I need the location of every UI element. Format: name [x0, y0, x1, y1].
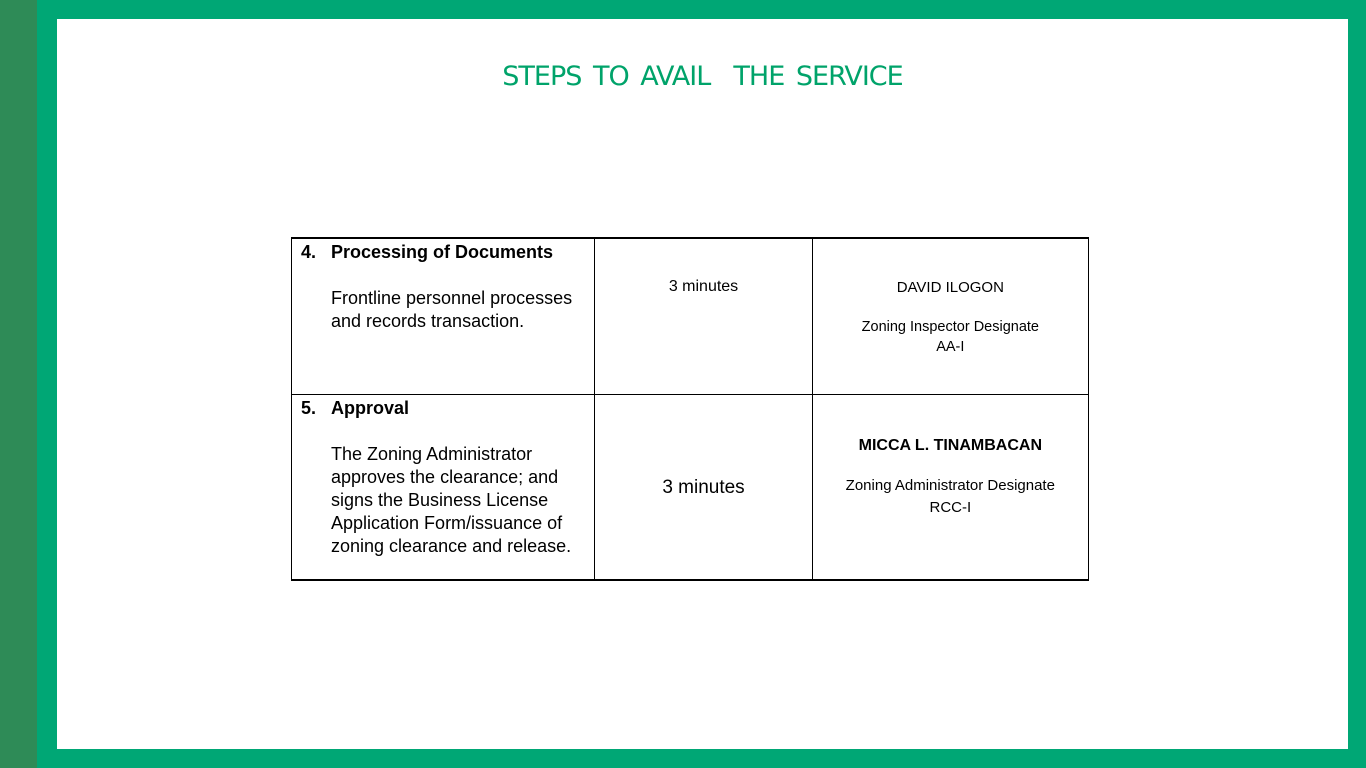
steps-table: 4. Processing of Documents Frontline per… [290, 237, 1090, 581]
person-role: Zoning Administrator Designate [845, 477, 1055, 494]
person-role: Zoning Inspector Designate [861, 319, 1039, 335]
person-cell: MICCA L. TINAMBACAN Zoning Administrator… [811, 394, 1090, 581]
step-heading: Processing of Documents [331, 242, 554, 262]
person-name: DAVID ILOGON [896, 279, 1004, 296]
processing-time: 3 minutes [668, 278, 739, 295]
step-number: 5. [301, 398, 317, 418]
slide: STEPS TO AVAIL THE SERVICE 4. Processing… [57, 19, 1348, 749]
processing-time: 3 minutes [662, 477, 745, 498]
step-cell: 5. Approval The Zoning Administrator app… [290, 394, 596, 581]
person-code: RCC-I [929, 499, 972, 516]
person-cell: DAVID ILOGON Zoning Inspector Designate … [811, 237, 1090, 395]
table-row: 4. Processing of Documents Frontline per… [290, 237, 1090, 395]
step-description: The Zoning Administrator approves the cl… [331, 444, 572, 556]
table-row: 5. Approval The Zoning Administrator app… [290, 394, 1090, 581]
side-strip [0, 0, 37, 768]
person-code: AA-I [936, 339, 965, 355]
step-heading: Approval [331, 398, 410, 418]
time-cell: 3 minutes [594, 237, 813, 395]
step-cell: 4. Processing of Documents Frontline per… [290, 237, 596, 395]
time-cell: 3 minutes [594, 394, 813, 581]
step-number: 4. [301, 242, 317, 262]
page-title: STEPS TO AVAIL THE SERVICE [502, 61, 903, 92]
step-description: Frontline personnel processes and record… [331, 288, 573, 331]
person-name: MICCA L. TINAMBACAN [858, 437, 1043, 454]
